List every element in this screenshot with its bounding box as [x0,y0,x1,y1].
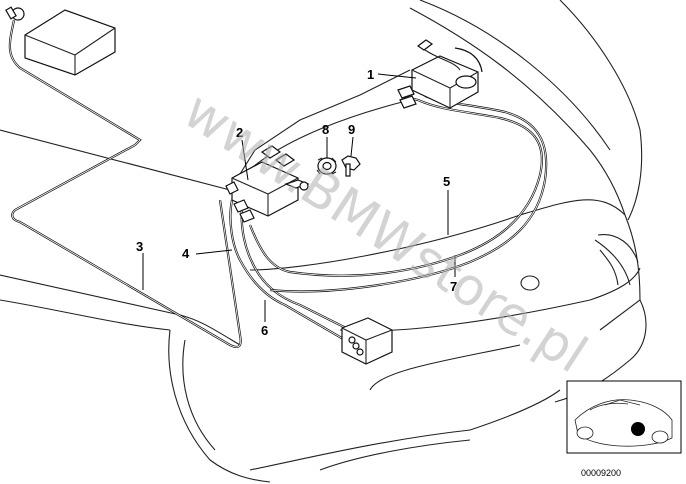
cable-5-7 [248,94,548,293]
callout-2: 2 [236,125,243,140]
callout-7: 7 [450,279,457,294]
cable-harness-4-6 [229,199,351,341]
callout-1: 1 [367,67,374,82]
car-body-outline [0,0,647,483]
callout-3: 3 [136,239,143,254]
callout-6: 6 [261,323,268,338]
inset-thumbnail [566,380,682,454]
module-part-1 [397,39,483,109]
callout-9: 9 [348,122,355,137]
inset-car-outline [574,399,673,447]
reference-number: 00009200 [581,468,621,478]
top-left-module [24,9,116,76]
callout-8: 8 [322,122,329,137]
leader-lines [142,73,456,322]
location-marker [631,422,645,436]
antenna-connector [5,6,25,21]
callout-5: 5 [443,174,450,189]
rear-connector-box [341,317,393,365]
screw-part-9 [341,155,361,177]
cable-3 [8,19,242,349]
module-part-2 [225,145,310,223]
callout-4: 4 [182,246,190,261]
